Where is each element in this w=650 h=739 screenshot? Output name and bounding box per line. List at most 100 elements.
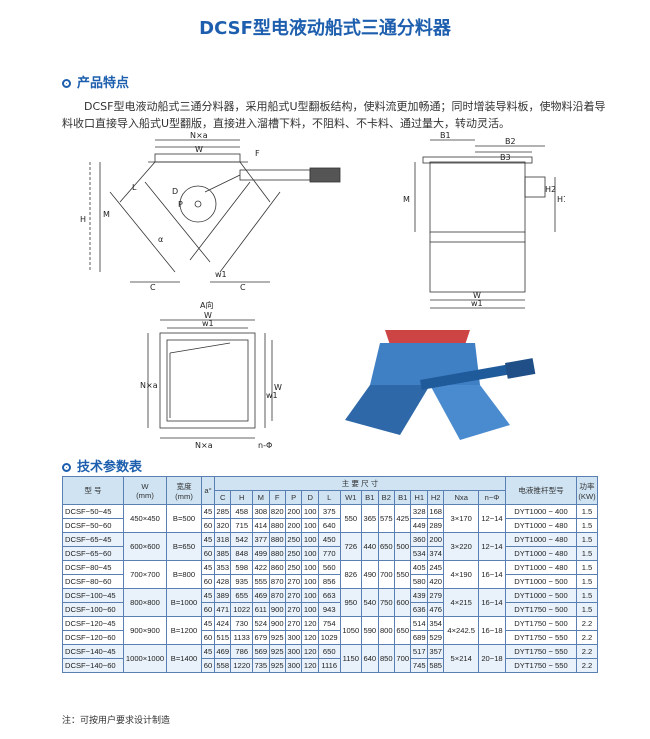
spec-table: 型 号 W(mm) 宽度(mm) a° 主 要 尺 寸 电液推杆型号 功率(KW… — [62, 476, 598, 673]
table-cell: 856 — [317, 574, 341, 589]
table-cell: 600×600 — [123, 532, 167, 561]
header-width: 宽度(mm) — [166, 476, 202, 505]
label-w1-side: w1 — [471, 299, 483, 308]
footnote: 注：可按用户要求设计制造 — [62, 716, 171, 726]
table-cell: 425 — [394, 504, 412, 533]
table-cell: 700×700 — [123, 560, 167, 589]
table-cell: 550 — [394, 560, 412, 589]
table-cell: 424 — [213, 616, 232, 631]
table-cell: 870 — [268, 574, 286, 589]
label-b3: B3 — [500, 153, 511, 162]
table-cell: DYT1750 − 550 — [505, 630, 577, 645]
bullet-icon — [62, 79, 71, 88]
label-w: W — [195, 145, 203, 154]
table-cell: 3×220 — [443, 532, 479, 561]
table-cell: 935 — [230, 574, 254, 589]
table-cell: 100 — [301, 532, 319, 547]
table-cell: 1.5 — [576, 532, 598, 547]
table-cell: 308 — [252, 504, 270, 519]
table-cell: 300 — [284, 658, 303, 673]
table-cell: 900 — [268, 602, 286, 617]
table-cell: 360 — [410, 532, 428, 547]
table-cell: 1116 — [317, 658, 341, 673]
table-cell: 515 — [213, 630, 232, 645]
table-cell: 925 — [268, 644, 286, 659]
table-cell: 245 — [426, 560, 445, 575]
table-cell: 320 — [213, 518, 232, 533]
table-cell: 100 — [301, 602, 319, 617]
header-model: 型 号 — [62, 476, 124, 505]
table-cell: 120 — [301, 630, 319, 645]
table-cell: 900 — [268, 616, 286, 631]
header-dim: D — [301, 490, 319, 505]
table-cell: DYT1000 − 480 — [505, 560, 577, 575]
table-cell: 439 — [410, 588, 428, 603]
table-cell: 1.5 — [576, 588, 598, 603]
table-cell: 4×190 — [443, 560, 479, 589]
header-dim: M — [252, 490, 270, 505]
table-cell: 542 — [230, 532, 254, 547]
table-cell: 60 — [201, 574, 215, 589]
table-cell: B=1000 — [166, 588, 202, 617]
label-w1: w1 — [215, 270, 227, 279]
header-main: 主 要 尺 寸 — [214, 476, 506, 491]
table-cell: 925 — [268, 658, 286, 673]
table-cell: 60 — [201, 658, 215, 673]
label-nxa-bottom: N×a — [195, 441, 213, 450]
table-cell: 428 — [213, 574, 232, 589]
label-l: L — [132, 183, 137, 192]
label-c-right: C — [240, 283, 246, 292]
table-cell: 950 — [339, 588, 363, 617]
table-cell: B=650 — [166, 532, 202, 561]
table-cell: DCSF−140−60 — [62, 658, 124, 673]
table-cell: 100 — [301, 588, 319, 603]
label-alpha: α — [158, 235, 163, 244]
table-cell: 524 — [252, 616, 270, 631]
table-cell: 250 — [284, 532, 303, 547]
table-cell: 120 — [301, 658, 319, 673]
table-cell: 1220 — [230, 658, 254, 673]
table-cell: 611 — [252, 602, 270, 617]
table-cell: 663 — [317, 588, 341, 603]
table-cell: DCSF−120−60 — [62, 630, 124, 645]
table-cell: 786 — [230, 644, 254, 659]
table-cell: DYT1750 − 550 — [505, 644, 577, 659]
table-cell: 640 — [317, 518, 341, 533]
table-cell: 770 — [317, 546, 341, 561]
table-cell: 585 — [426, 658, 445, 673]
table-cell: 405 — [410, 560, 428, 575]
table-cell: 45 — [201, 504, 215, 519]
table-cell: 449 — [410, 518, 428, 533]
table-cell: 60 — [201, 602, 215, 617]
table-cell: 500 — [394, 532, 412, 561]
table-cell: 880 — [268, 532, 286, 547]
table-cell: 850 — [377, 644, 396, 673]
table-cell: B=500 — [166, 504, 202, 533]
table-cell: 60 — [201, 546, 215, 561]
table-cell: 385 — [213, 546, 232, 561]
table-cell: 636 — [410, 602, 428, 617]
label-nxa-left: N×a — [140, 381, 158, 390]
table-cell: 120 — [301, 616, 319, 631]
table-cell: 414 — [252, 518, 270, 533]
table-cell: 925 — [268, 630, 286, 645]
side-view-drawing: B1 B2 B3 M H2 H1 W w1 — [395, 132, 565, 312]
table-cell: 880 — [268, 518, 286, 533]
table-cell: 45 — [201, 616, 215, 631]
table-cell: DYT1000 − 400 — [505, 504, 577, 519]
table-cell: 2.2 — [576, 616, 598, 631]
table-cell: 555 — [252, 574, 270, 589]
table-cell: 20−18 — [477, 644, 507, 673]
table-cell: 529 — [426, 630, 445, 645]
table-cell: 820 — [268, 504, 286, 519]
table-cell: 754 — [317, 616, 341, 631]
table-cell: 1022 — [230, 602, 254, 617]
label-m: M — [103, 210, 110, 219]
table-cell: 60 — [201, 518, 215, 533]
